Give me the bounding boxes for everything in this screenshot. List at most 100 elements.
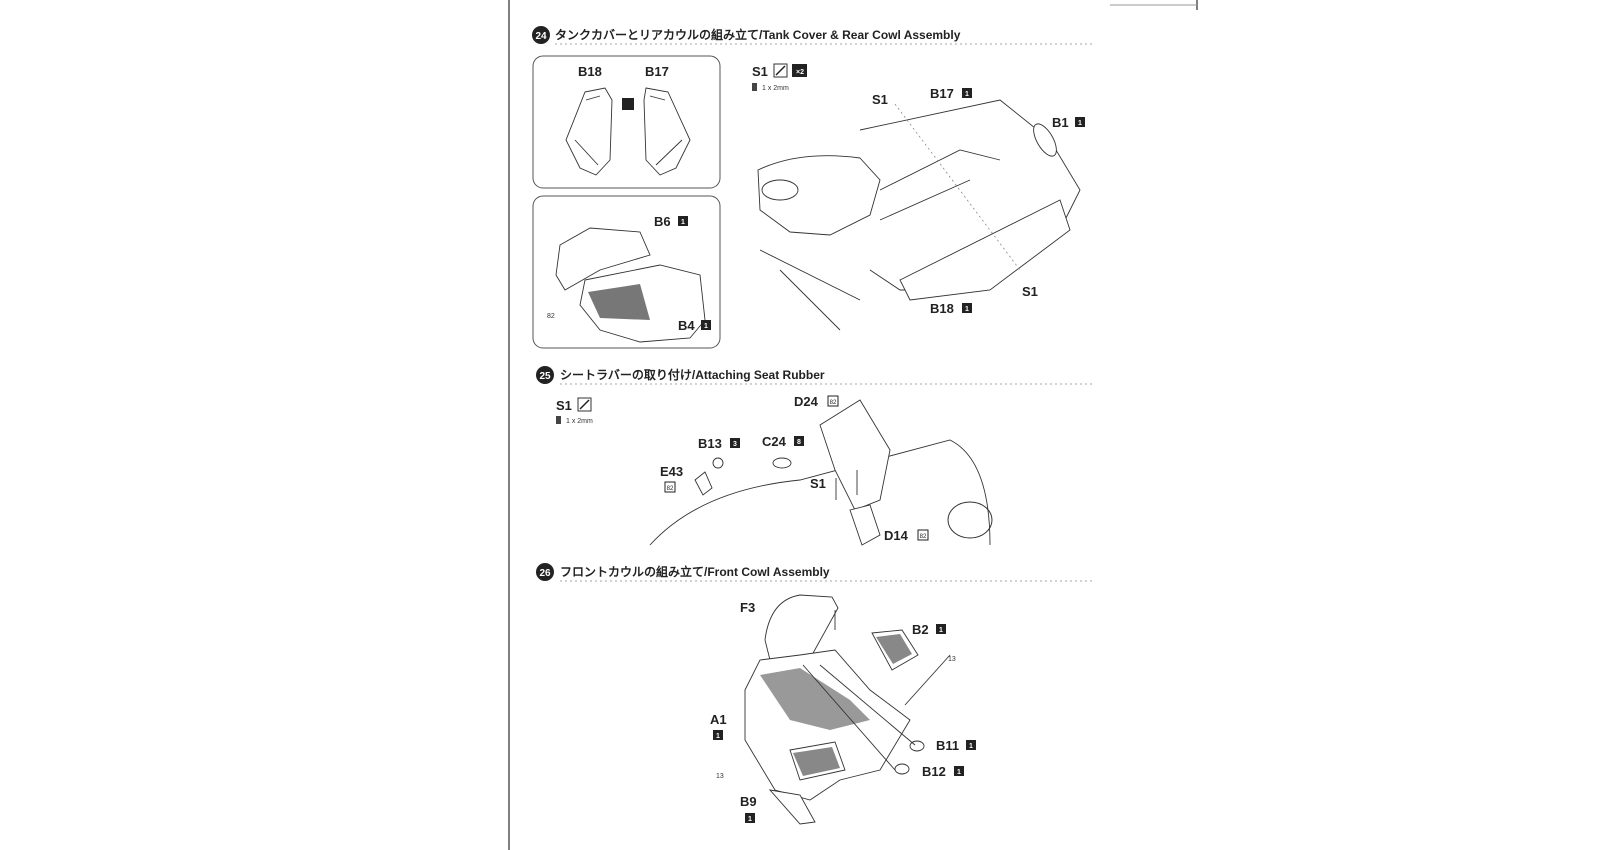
part-d24-drawing: [819, 399, 891, 511]
badge-b4-number: 1: [704, 323, 708, 330]
badge-b1: [1075, 117, 1085, 127]
screw-icon: [752, 83, 757, 91]
badge-b1-number: 1: [1078, 120, 1082, 127]
screw-label-s1: S1: [752, 64, 768, 79]
detail-box-b18-b17: B18 B17: [532, 55, 721, 189]
part-b13-drawing: [712, 457, 724, 469]
part-label-b12: B12: [922, 764, 946, 779]
badge-b17-number: 1: [965, 91, 969, 98]
part-b2-shade: [876, 634, 912, 664]
badge-e43: [664, 481, 676, 493]
frame-detail-lines: [759, 149, 1001, 331]
step-number: 25: [539, 371, 551, 382]
section-24: 24 タンクカバーとリアカウルの組み立て/Tank Cover & Rear C…: [532, 26, 1092, 349]
screwdriver-icon-glyph: [579, 399, 590, 410]
front-cowl-exploded-view: F3 B2 1 13 A1 1 B11 1 B12 1 13 B9 1: [710, 594, 976, 825]
part-b12-drawing: [894, 763, 910, 775]
badge-a1-number: 1: [716, 733, 720, 740]
count-badge: [792, 64, 807, 77]
section-title: フロントカウルの組み立て/Front Cowl Assembly: [560, 564, 830, 579]
seat-rubber-view: D24 82 B13 3 C24 8 E43 82 S1 D14 82: [649, 394, 993, 546]
rear-cowl-b18-drawing: [899, 199, 1071, 301]
badge-b12: [954, 766, 964, 776]
screw-spec: 1 x 2mm: [762, 85, 789, 92]
part-label-b1: B1: [1052, 115, 1069, 130]
bike-body-outline: [649, 439, 991, 546]
marker-13-b2: 13: [948, 656, 956, 663]
badge-b12-number: 1: [957, 769, 961, 776]
screw-spec: 1 x 2mm: [566, 418, 593, 425]
part-e43-drawing: [694, 471, 713, 496]
part-label-b17: B17: [645, 64, 669, 79]
part-label-b17: B17: [930, 86, 954, 101]
badge-b13-number: 3: [733, 441, 737, 448]
part-label-b18: B18: [578, 64, 602, 79]
tail-light-b1: [1033, 123, 1057, 157]
part-label-c24: C24: [762, 434, 787, 449]
part-label-s1-top: S1: [872, 92, 888, 107]
badge-b6-number: 1: [681, 219, 685, 226]
part-d14-drawing: [849, 504, 881, 546]
badge-d24-number: 82: [830, 400, 837, 406]
marker-13-b9: 13: [716, 773, 724, 780]
assembly-guide-line: [894, 103, 1021, 271]
detail-box-frame: [532, 55, 721, 189]
part-b18-detail: [574, 95, 601, 166]
part-label-e43: E43: [660, 464, 683, 479]
rear-wheel-drawing: [947, 501, 993, 539]
badge-c24: [794, 436, 804, 446]
badge-b6: [678, 216, 688, 226]
badge-b4: [701, 320, 711, 330]
badge-b18: [962, 303, 972, 313]
glue-icon: [622, 98, 634, 110]
badge-b17: [962, 88, 972, 98]
part-label-b2: B2: [912, 622, 929, 637]
badge-e43-number: 82: [667, 486, 674, 492]
guide-b2: [904, 654, 951, 706]
badge-b11-number: 1: [969, 743, 973, 750]
part-label-s1: S1: [810, 476, 826, 491]
part-b18-drawing: [565, 87, 613, 176]
step-number-circle: [536, 366, 554, 384]
part-b9-drawing: [768, 789, 816, 825]
part-c24-drawing: [772, 457, 792, 469]
guide-b12: [802, 664, 896, 771]
step-number-circle: [536, 563, 554, 581]
screw-icon: [556, 416, 561, 424]
section-title: タンクカバーとリアカウルの組み立て/Tank Cover & Rear Cowl…: [555, 27, 961, 42]
badge-a1: [713, 730, 723, 740]
part-label-a1: A1: [710, 712, 727, 727]
badge-b9-number: 1: [748, 816, 752, 823]
badge-b18-number: 1: [965, 306, 969, 313]
part-label-b4: B4: [678, 318, 695, 333]
badge-b9: [745, 813, 755, 823]
rear-cowl-exploded-view: S1 ×2 1 x 2mm S1 B17 1 B1 1 S1 B18 1: [752, 63, 1085, 331]
badge-d14-number: 82: [920, 534, 927, 540]
part-label-b13: B13: [698, 436, 722, 451]
tank-cap: [761, 179, 799, 201]
part-label-b18: B18: [930, 301, 954, 316]
step-number: 26: [539, 568, 551, 579]
badge-b11: [966, 740, 976, 750]
part-b17-detail: [649, 95, 683, 166]
part-label-d14: D14: [884, 528, 909, 543]
marker-82: 82: [547, 313, 555, 320]
section-26: 26 フロントカウルの組み立て/Front Cowl Assembly F3: [536, 563, 1092, 825]
step-number-circle: [532, 26, 550, 44]
screw-label-s1: S1: [556, 398, 572, 413]
cowl-inner-shade: [760, 668, 870, 730]
part-b17-drawing: [643, 87, 691, 176]
section-25: 25 シートラバーの取り付け/Attaching Seat Rubber S1 …: [536, 366, 1092, 546]
badge-d24: [827, 395, 839, 407]
part-b6-drawing: [555, 227, 651, 291]
shaded-region: [588, 284, 650, 320]
badge-c24-number: 8: [797, 439, 801, 446]
badge-b13: [730, 438, 740, 448]
part-label-f3: F3: [740, 600, 755, 615]
part-label-b11: B11: [936, 738, 959, 753]
intake-shade: [793, 747, 840, 776]
fuel-tank-drawing: [757, 155, 881, 236]
screwdriver-icon-glyph: [775, 65, 786, 76]
part-label-b6: B6: [654, 214, 671, 229]
